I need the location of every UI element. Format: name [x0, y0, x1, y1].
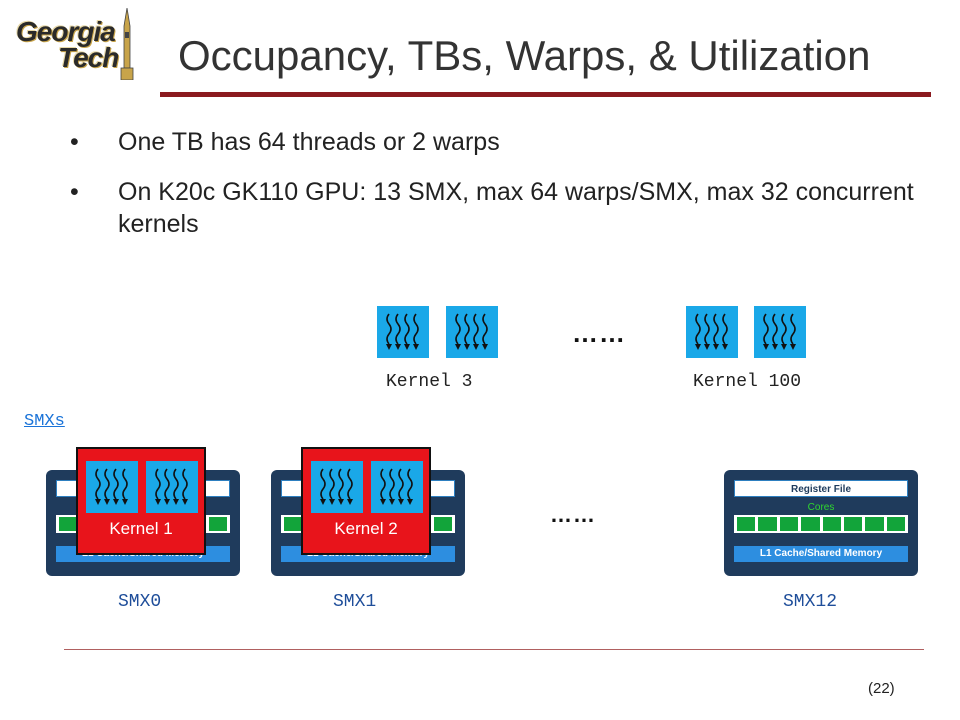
kernel-name: Kernel 2: [334, 519, 398, 538]
warp-icon: [371, 461, 423, 513]
register-file: Register File: [734, 480, 908, 497]
cores-row: [734, 515, 908, 533]
kernel-name: Kernel 1: [109, 519, 173, 538]
footer-rule: [64, 649, 924, 650]
smx-name: SMX0: [118, 592, 162, 612]
warp-icon: [754, 306, 806, 358]
kernel-block: Kernel 1: [76, 447, 206, 555]
smxs-label[interactable]: SMXs: [24, 412, 65, 431]
kernel-ellipsis: ……: [572, 318, 626, 348]
kernel-3-label: Kernel 3: [386, 372, 473, 392]
bullet-symbol: •: [70, 178, 79, 206]
bullet-text: One TB has 64 threads or 2 warps: [118, 128, 500, 156]
smx-block: Register File Cores L1 Cache/Shared Memo…: [724, 470, 918, 576]
warp-icon: [146, 461, 198, 513]
bullet-list: • One TB has 64 threads or 2 warps • On …: [70, 126, 930, 258]
kernel-block: Kernel 2: [301, 447, 431, 555]
smx-name: SMX1: [333, 592, 377, 612]
warp-icon: [377, 306, 429, 358]
warp-icon: [86, 461, 138, 513]
page-number: (22): [868, 680, 895, 697]
title-underline: [160, 92, 931, 97]
logo-text-line1: Georgia: [16, 16, 116, 47]
logo-text-line2: Tech: [58, 42, 119, 73]
bullet-text: On K20c GK110 GPU: 13 SMX, max 64 warps/…: [118, 178, 914, 238]
kernel-100-label: Kernel 100: [693, 372, 802, 392]
cores-label: Cores: [807, 502, 835, 513]
warp-icon: [686, 306, 738, 358]
l1-cache: L1 Cache/Shared Memory: [734, 546, 908, 562]
tech-tower-icon: [120, 8, 134, 80]
warp-icon: [311, 461, 363, 513]
bullet-item: • One TB has 64 threads or 2 warps: [70, 126, 930, 158]
smx-ellipsis: ……: [550, 502, 596, 527]
bullet-item: • On K20c GK110 GPU: 13 SMX, max 64 warp…: [70, 176, 930, 240]
smx-name: SMX12: [783, 592, 838, 612]
georgia-tech-logo: Georgia Tech: [14, 8, 140, 80]
slide-title: Occupancy, TBs, Warps, & Utilization: [178, 32, 871, 79]
bullet-symbol: •: [70, 128, 79, 156]
warp-icon: [446, 306, 498, 358]
